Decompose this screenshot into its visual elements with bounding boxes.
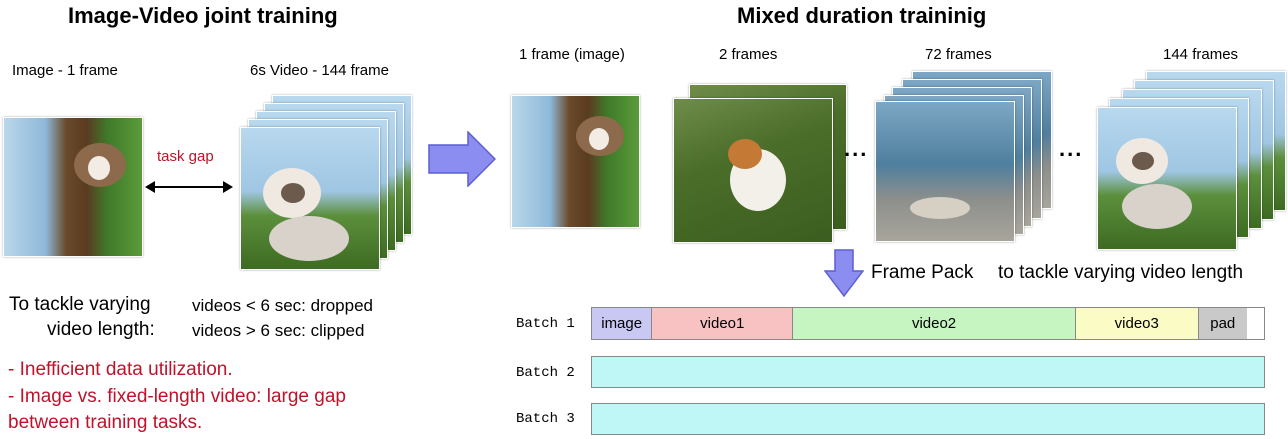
batch-segment-image: image [592, 308, 653, 339]
tackle-line2: video length: [47, 319, 155, 340]
batch-segment-fill [592, 404, 1264, 434]
frame-image-1 [511, 95, 640, 228]
batch-label-2: Batch 2 [516, 365, 575, 381]
batch-segment-pad: pad [1198, 308, 1247, 339]
caption-2-frames: 2 frames [719, 46, 778, 63]
tackle-line1: To tackle varying [9, 294, 151, 315]
image-caption: Image - 1 frame [12, 62, 118, 79]
image-thumbnail [3, 117, 143, 257]
batch-bar-3 [591, 403, 1265, 435]
right-arrow-icon [428, 131, 496, 187]
caption-72-frames: 72 frames [925, 46, 992, 63]
batch-segment-video2: video2 [793, 308, 1076, 339]
issue-1: - Inefficient data utilization. [8, 359, 233, 380]
caption-144-frames: 144 frames [1163, 46, 1239, 63]
batch-segment-fill [592, 357, 1264, 387]
batch-bar-2 [591, 356, 1265, 388]
cat-face [88, 156, 110, 180]
ellipsis-2: ... [1059, 136, 1084, 161]
caption-1-frame: 1 frame (image) [519, 46, 625, 63]
video-caption: 6s Video - 144 frame [250, 62, 389, 79]
batch-segment-video1: video1 [652, 308, 794, 339]
frame-pack-label: Frame Pack [871, 262, 974, 283]
task-gap-label: task gap [157, 148, 214, 165]
left-title: Image-Video joint training [68, 3, 338, 28]
issue-2: - Image vs. fixed-length video: large ga… [8, 386, 346, 407]
rule-clipped: videos > 6 sec: clipped [192, 321, 365, 340]
batch-label-3: Batch 3 [516, 411, 575, 427]
rule-dropped: videos < 6 sec: dropped [192, 296, 373, 315]
issue-3: between training tasks. [8, 412, 203, 433]
frame-pack-description: to tackle varying video length [998, 262, 1244, 283]
batch-label-1: Batch 1 [516, 316, 575, 332]
batch-segment-video3: video3 [1075, 308, 1199, 339]
ellipsis-1: ... [844, 136, 869, 161]
right-title: Mixed duration traininig [737, 3, 987, 28]
down-arrow-icon [824, 249, 864, 297]
double-arrow-icon [145, 181, 233, 193]
